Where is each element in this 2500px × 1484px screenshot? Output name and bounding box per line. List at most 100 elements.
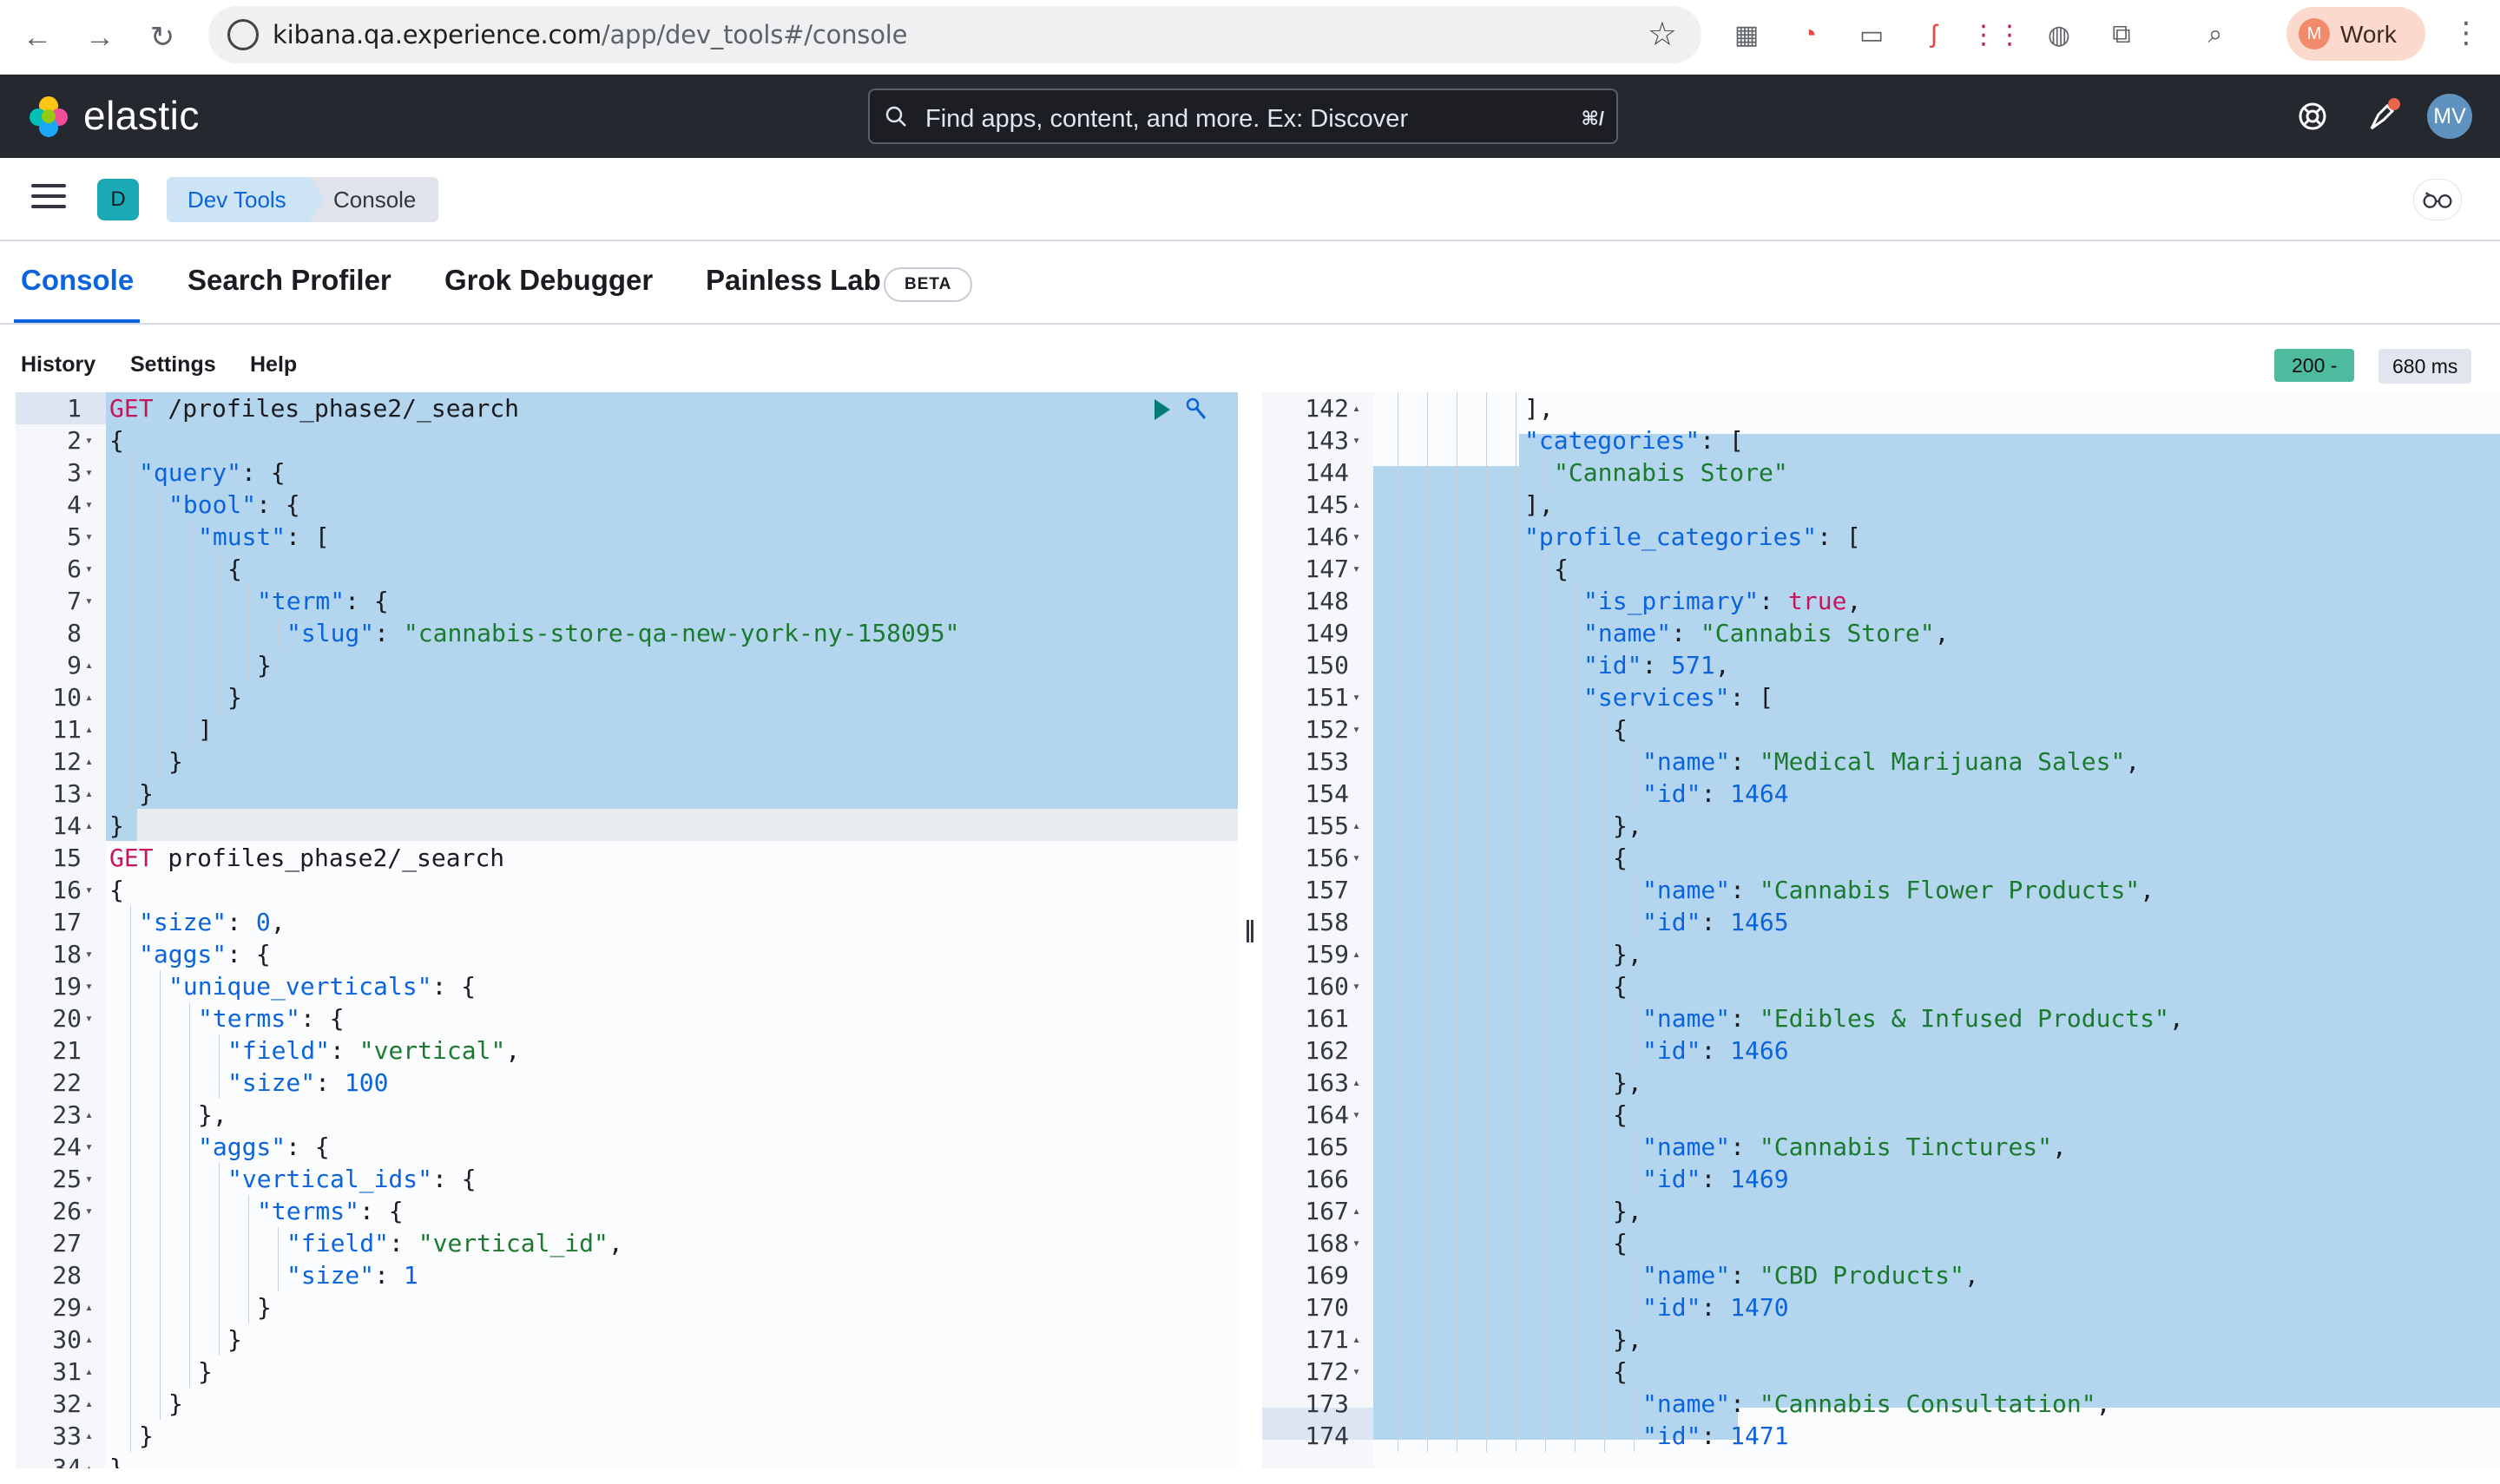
code-token: ,	[2140, 876, 2155, 904]
fold-toggle-icon[interactable]: ▾	[1352, 1363, 1361, 1379]
global-search-input[interactable]: Find apps, content, and more. Ex: Discov…	[868, 89, 1618, 144]
tab-search-profiler[interactable]: Search Profiler	[188, 264, 391, 296]
response-gutter	[1262, 392, 1373, 1468]
elastic-logo-icon[interactable]	[26, 94, 71, 139]
fold-toggle-icon[interactable]: ▴	[1352, 496, 1361, 512]
response-editor[interactable]: 142▴],143▾"categories": [144"Cannabis St…	[1262, 392, 2500, 1468]
play-icon[interactable]	[1155, 399, 1170, 420]
user-avatar[interactable]: MV	[2427, 94, 2472, 139]
code-text: "id": 1469	[1642, 1163, 1789, 1195]
indent-guide	[160, 1227, 161, 1259]
fold-toggle-icon[interactable]: ▴	[85, 818, 94, 833]
indent-guide	[1634, 1388, 1635, 1420]
fold-toggle-icon[interactable]: ▴	[1352, 1331, 1361, 1347]
fold-toggle-icon[interactable]: ▾	[85, 1139, 94, 1154]
fold-toggle-icon[interactable]: ▴	[85, 1106, 94, 1122]
site-info-icon[interactable]	[227, 19, 259, 50]
fold-toggle-icon[interactable]: ▴	[85, 657, 94, 673]
profile-button[interactable]: M Work	[2286, 7, 2425, 61]
indent-guide	[130, 970, 131, 1002]
fold-toggle-icon[interactable]: ▾	[1352, 850, 1361, 865]
reload-icon[interactable]: ↻	[149, 21, 175, 54]
indent-guide	[160, 681, 161, 713]
tab-painless-lab[interactable]: Painless Lab	[706, 264, 881, 296]
tab-console[interactable]: Console	[21, 264, 135, 296]
fold-toggle-icon[interactable]: ▾	[85, 1171, 94, 1186]
fold-toggle-icon[interactable]: ▴	[85, 1363, 94, 1379]
code-text: "id": 1464	[1642, 778, 1789, 810]
tab-grok-debugger[interactable]: Grok Debugger	[444, 264, 654, 296]
pane-resizer[interactable]	[1238, 392, 1262, 1468]
breadcrumb-dev-tools[interactable]: Dev Tools	[167, 177, 330, 222]
wrench-icon[interactable]	[1186, 397, 1207, 419]
extensions-puzzle-icon[interactable]: ⧉	[2112, 20, 2131, 49]
help-button[interactable]: Help	[250, 352, 298, 377]
indent-guide	[189, 1195, 190, 1227]
fold-toggle-icon[interactable]: ▴	[85, 1460, 94, 1468]
bookmark-star-icon[interactable]: ☆	[1647, 16, 1677, 53]
code-text: ]	[198, 713, 213, 745]
cast-icon[interactable]: ▭	[1859, 20, 1885, 49]
fold-toggle-icon[interactable]: ▴	[1352, 1203, 1361, 1218]
line-number: 154	[1305, 779, 1349, 808]
address-bar[interactable]: kibana.qa.experience.com/app/dev_tools#/…	[208, 6, 1701, 63]
fold-toggle-icon[interactable]: ▴	[1352, 818, 1361, 833]
fold-toggle-icon[interactable]: ▴	[1352, 1074, 1361, 1090]
fold-toggle-icon[interactable]: ▴	[85, 1395, 94, 1411]
line-number: 34	[52, 1454, 82, 1468]
settings-button[interactable]: Settings	[130, 352, 216, 377]
fold-toggle-icon[interactable]: ▾	[1352, 689, 1361, 705]
indent-guide	[1427, 681, 1428, 713]
fold-toggle-icon[interactable]: ▴	[85, 1331, 94, 1347]
fold-toggle-icon[interactable]: ▾	[85, 561, 94, 576]
fold-toggle-icon[interactable]: ▾	[1352, 561, 1361, 576]
news-rocket-icon[interactable]	[2361, 95, 2403, 137]
fold-toggle-icon[interactable]: ▾	[85, 946, 94, 962]
fold-toggle-icon[interactable]: ▾	[85, 464, 94, 480]
fold-toggle-icon[interactable]: ▾	[1352, 721, 1361, 737]
fold-toggle-icon[interactable]: ▾	[85, 432, 94, 448]
indent-guide	[1486, 424, 1487, 456]
fold-toggle-icon[interactable]: ▾	[85, 496, 94, 512]
globe-icon[interactable]: ◍	[2047, 20, 2071, 49]
fold-toggle-icon[interactable]: ▴	[85, 785, 94, 801]
fold-toggle-icon[interactable]: ▴	[1352, 946, 1361, 962]
hamburger-menu-icon[interactable]	[31, 184, 66, 213]
fold-toggle-icon[interactable]: ▾	[85, 882, 94, 897]
fold-toggle-icon[interactable]: ▾	[1352, 978, 1361, 994]
browser-menu-icon[interactable]: ⋮	[2451, 16, 2481, 49]
space-avatar[interactable]: D	[97, 179, 139, 220]
line-number: 1	[67, 394, 82, 423]
extension-timer-icon[interactable]: ◔	[1800, 20, 1818, 49]
fold-toggle-icon[interactable]: ▴	[1352, 400, 1361, 416]
extension-hook-icon[interactable]: ʃ	[1931, 20, 1938, 49]
extension-bars-icon[interactable]: ⋮⋮	[1970, 20, 2023, 49]
fold-toggle-icon[interactable]: ▴	[85, 721, 94, 737]
qr-code-icon[interactable]: ▦	[1734, 20, 1760, 49]
breadcrumb-console: Console	[309, 177, 439, 222]
history-button[interactable]: History	[21, 352, 96, 377]
fold-toggle-icon[interactable]: ▴	[85, 689, 94, 705]
code-token: "id"	[1642, 1422, 1701, 1450]
forward-icon[interactable]: →	[85, 20, 115, 54]
fold-toggle-icon[interactable]: ▾	[85, 529, 94, 544]
fold-toggle-icon[interactable]: ▾	[85, 593, 94, 608]
fold-toggle-icon[interactable]: ▴	[85, 1428, 94, 1443]
indent-guide	[1545, 810, 1546, 842]
ai-assistant-glasses-icon[interactable]	[2413, 179, 2462, 220]
fold-toggle-icon[interactable]: ▾	[85, 1010, 94, 1026]
search-tab-icon[interactable]: ⌕	[2207, 20, 2223, 49]
fold-toggle-icon[interactable]: ▴	[85, 1299, 94, 1315]
fold-toggle-icon[interactable]: ▾	[1352, 1235, 1361, 1251]
fold-toggle-icon[interactable]: ▾	[85, 978, 94, 994]
fold-toggle-icon[interactable]: ▾	[1352, 432, 1361, 448]
fold-toggle-icon[interactable]: ▾	[1352, 1106, 1361, 1122]
fold-toggle-icon[interactable]: ▴	[85, 753, 94, 769]
back-icon[interactable]: ←	[23, 20, 52, 54]
fold-toggle-icon[interactable]: ▾	[85, 1203, 94, 1218]
help-lifebuoy-icon[interactable]	[2292, 95, 2333, 137]
url-text[interactable]: kibana.qa.experience.com/app/dev_tools#/…	[273, 20, 907, 49]
code-line: 5▾"must": [	[16, 521, 1238, 553]
fold-toggle-icon[interactable]: ▾	[1352, 529, 1361, 544]
